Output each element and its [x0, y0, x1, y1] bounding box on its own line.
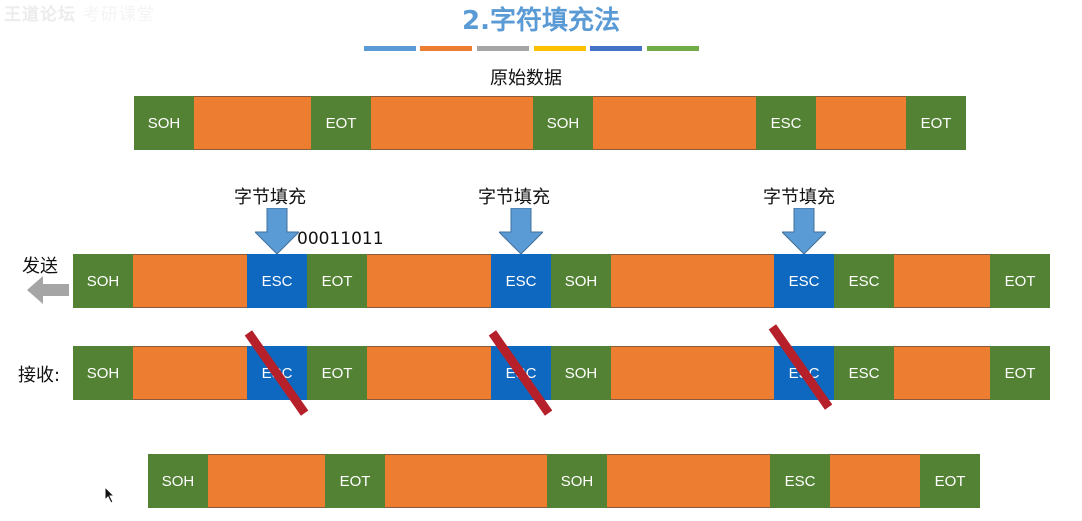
label-stuff-2: 字节填充: [478, 187, 550, 208]
down-arrow-icon: [255, 208, 299, 254]
watermark-brand: 王道论坛: [4, 5, 76, 25]
cell-sent-2: ESC: [247, 254, 307, 308]
cell-sent-1: SOH: [73, 254, 133, 308]
cell-original-2: EOT: [311, 96, 371, 150]
cell-original-5: EOT: [906, 96, 966, 150]
cell-sent-8: EOT: [990, 254, 1050, 308]
cell-received-1: SOH: [73, 346, 133, 400]
cell-received-3: EOT: [307, 346, 367, 400]
cell-result-1: SOH: [148, 454, 208, 508]
cell-sent-3: EOT: [307, 254, 367, 308]
color-bar-5: [590, 46, 642, 51]
color-bar-6: [647, 46, 699, 51]
cell-sent-4: ESC: [491, 254, 551, 308]
label-stuff-3: 字节填充: [763, 187, 835, 208]
cell-result-2: EOT: [325, 454, 385, 508]
slide-title: 2.字符填充法: [462, 6, 620, 36]
down-arrow-icon: [499, 208, 543, 254]
frame-original: SOH EOT SOH ESC EOT: [134, 96, 966, 150]
cell-result-4: ESC: [770, 454, 830, 508]
watermark-sub: 考研课堂: [82, 5, 155, 25]
label-original-data: 原始数据: [490, 68, 562, 89]
color-bar-3: [477, 46, 529, 51]
cell-sent-5: SOH: [551, 254, 611, 308]
label-binary: 00011011: [297, 229, 384, 249]
cell-received-8: EOT: [990, 346, 1050, 400]
label-stuff-1: 字节填充: [234, 187, 306, 208]
mouse-cursor-icon: [104, 486, 116, 504]
color-bar-1: [364, 46, 416, 51]
frame-result: SOH EOT SOH ESC EOT: [148, 454, 980, 508]
left-arrow-icon: [27, 276, 69, 304]
watermark: 王道论坛 考研课堂: [4, 0, 155, 25]
down-arrow-icon: [782, 208, 826, 254]
cell-original-3: SOH: [533, 96, 593, 150]
label-receive: 接收:: [18, 365, 61, 386]
cell-result-3: SOH: [547, 454, 607, 508]
cell-received-5: SOH: [551, 346, 611, 400]
cell-sent-6: ESC: [774, 254, 834, 308]
cell-original-1: SOH: [134, 96, 194, 150]
color-bar-4: [534, 46, 586, 51]
cell-sent-7: ESC: [834, 254, 894, 308]
cell-result-5: EOT: [920, 454, 980, 508]
cell-original-4: ESC: [756, 96, 816, 150]
frame-received: SOH ESC EOT ESC SOH ESC ESC EOT: [73, 346, 1050, 400]
color-bar-2: [420, 46, 472, 51]
cell-received-7: ESC: [834, 346, 894, 400]
label-send: 发送: [22, 256, 58, 277]
frame-sent: SOH ESC EOT ESC SOH ESC ESC EOT: [73, 254, 1050, 308]
